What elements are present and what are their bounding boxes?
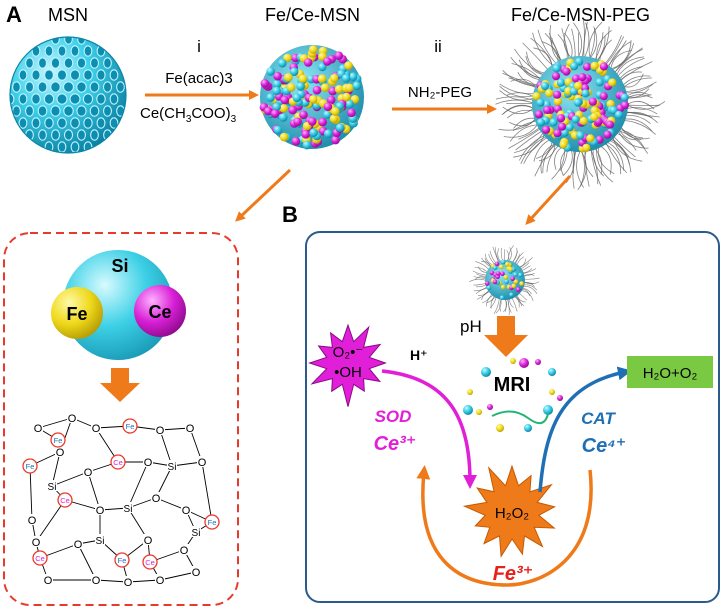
network-atom-fe: Fe: [208, 518, 217, 527]
network-atom-o: O: [74, 539, 83, 551]
network-atom-ce: Ce: [145, 558, 155, 567]
fece-msn-peg-sphere: [495, 18, 666, 191]
network-atom-o: O: [96, 505, 105, 517]
network-atom-o: O: [192, 567, 201, 579]
network-atom-o: O: [144, 457, 153, 469]
small-peg-particle: [469, 245, 540, 316]
h2o2-label: H₂O₂: [495, 505, 529, 522]
network-atom-si: Si: [192, 528, 201, 539]
si-label: Si: [111, 256, 128, 276]
fe3-label: Fe³⁺: [493, 563, 534, 585]
network-atom-o: O: [152, 493, 161, 505]
network-atom-o: O: [186, 423, 195, 435]
network-atom-o: O: [84, 467, 93, 479]
network-atom-ce: Ce: [113, 458, 123, 467]
products-label: H₂O+O₂: [643, 365, 698, 382]
h2o2-starburst: [462, 464, 556, 558]
msn-label: MSN: [48, 5, 88, 25]
ce-label: Ce: [148, 302, 171, 322]
ros-superoxide: O₂•⁻: [333, 344, 364, 361]
panel-b-label: B: [282, 202, 298, 227]
network-atom-si: Si: [124, 504, 133, 515]
panel-b-frame: [305, 231, 720, 603]
step-i-reagent-ce: Ce(CH3COO)3: [140, 105, 237, 125]
composition-down-arrow: [100, 368, 140, 402]
network-atom-o: O: [156, 575, 165, 587]
network-atom-o: O: [144, 535, 153, 547]
h-plus-label: H⁺: [410, 347, 428, 363]
network-atom-o: O: [34, 423, 43, 435]
fe3-cycle-arrow: [416, 465, 593, 587]
network-atom-o: O: [28, 515, 37, 527]
sod-pathway-arrow: [381, 369, 477, 489]
ph-label: pH: [460, 317, 482, 336]
network-atom-ce: Ce: [60, 496, 70, 505]
cat-label: CAT: [581, 409, 616, 428]
network-atom-si: Si: [48, 482, 57, 493]
step-i-reagent-fe: Fe(acac)3: [165, 70, 233, 87]
ros-hydroxyl: •OH: [334, 364, 362, 381]
mri-label: MRI: [494, 374, 531, 396]
panel-a-label: A: [6, 2, 22, 27]
network-atom-o: O: [44, 575, 53, 587]
released-ions-cluster: [463, 358, 563, 432]
network-atom-o: O: [124, 577, 133, 589]
step-i-label: i: [197, 37, 201, 56]
fe-sphere: [51, 287, 103, 339]
sod-label: SOD: [375, 407, 412, 426]
network-atom-o: O: [56, 447, 65, 459]
network-atom-o: O: [92, 423, 101, 435]
composition-box: [3, 232, 239, 606]
network-atom-fe: Fe: [118, 556, 127, 565]
ph-down-arrow: [484, 316, 528, 357]
network-atom-o: O: [180, 545, 189, 557]
ce3-label: Ce³⁺: [374, 433, 417, 455]
products-box: [627, 356, 713, 388]
network-atom-fe: Fe: [54, 436, 63, 445]
fece-msn-peg-label: Fe/Ce-MSN-PEG: [511, 5, 650, 25]
network-atom-ce: Ce: [35, 554, 45, 563]
fece-msn-label: Fe/Ce-MSN: [265, 5, 360, 25]
arrow-to-panel-b: [525, 174, 572, 225]
ce4-label: Ce⁴⁺: [582, 435, 627, 457]
arrow-to-composition: [235, 168, 292, 222]
fe-label: Fe: [66, 304, 87, 324]
step-ii-label: ii: [434, 37, 442, 56]
network-atom-fe: Fe: [126, 422, 135, 431]
network-atom-fe: Fe: [26, 462, 35, 471]
cat-pathway-arrow: [538, 366, 632, 493]
network-atom-o: O: [182, 505, 191, 517]
msn-sphere: [9, 36, 127, 154]
fece-msn-sphere: [259, 45, 364, 150]
network-atom-o: O: [32, 537, 41, 549]
ros-starburst: [308, 323, 387, 407]
step-ii-reagent: NH₂-PEG: [408, 84, 472, 101]
ce-sphere: [134, 285, 186, 337]
network-atom-o: O: [198, 457, 207, 469]
network-atom-o: O: [92, 575, 101, 587]
network-atom-si: Si: [96, 536, 105, 547]
network-atom-si: Si: [168, 462, 177, 473]
network-atom-o: O: [68, 413, 77, 425]
network-atom-o: O: [156, 425, 165, 437]
